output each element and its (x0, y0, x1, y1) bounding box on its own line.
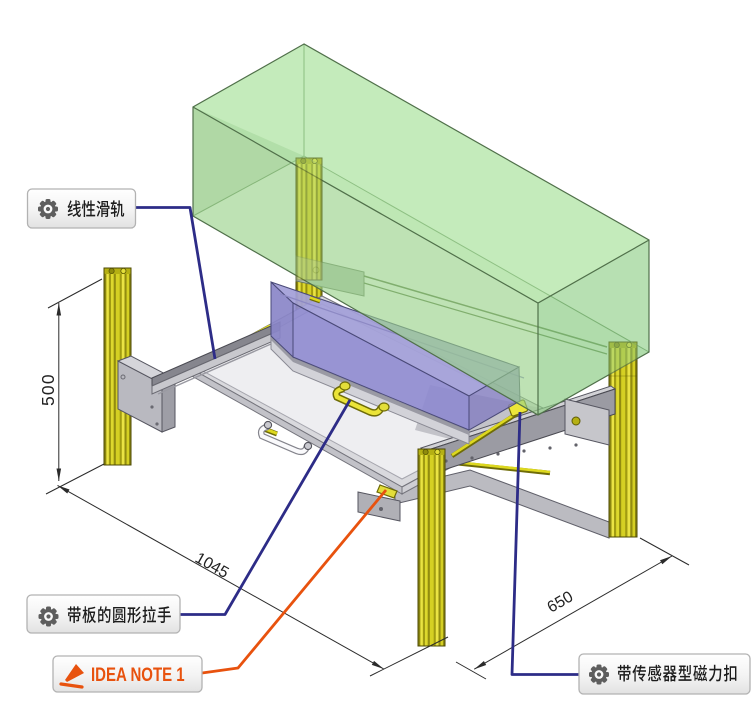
svg-text:500: 500 (38, 373, 58, 406)
svg-text:IDEA NOTE 1: IDEA NOTE 1 (91, 664, 185, 685)
